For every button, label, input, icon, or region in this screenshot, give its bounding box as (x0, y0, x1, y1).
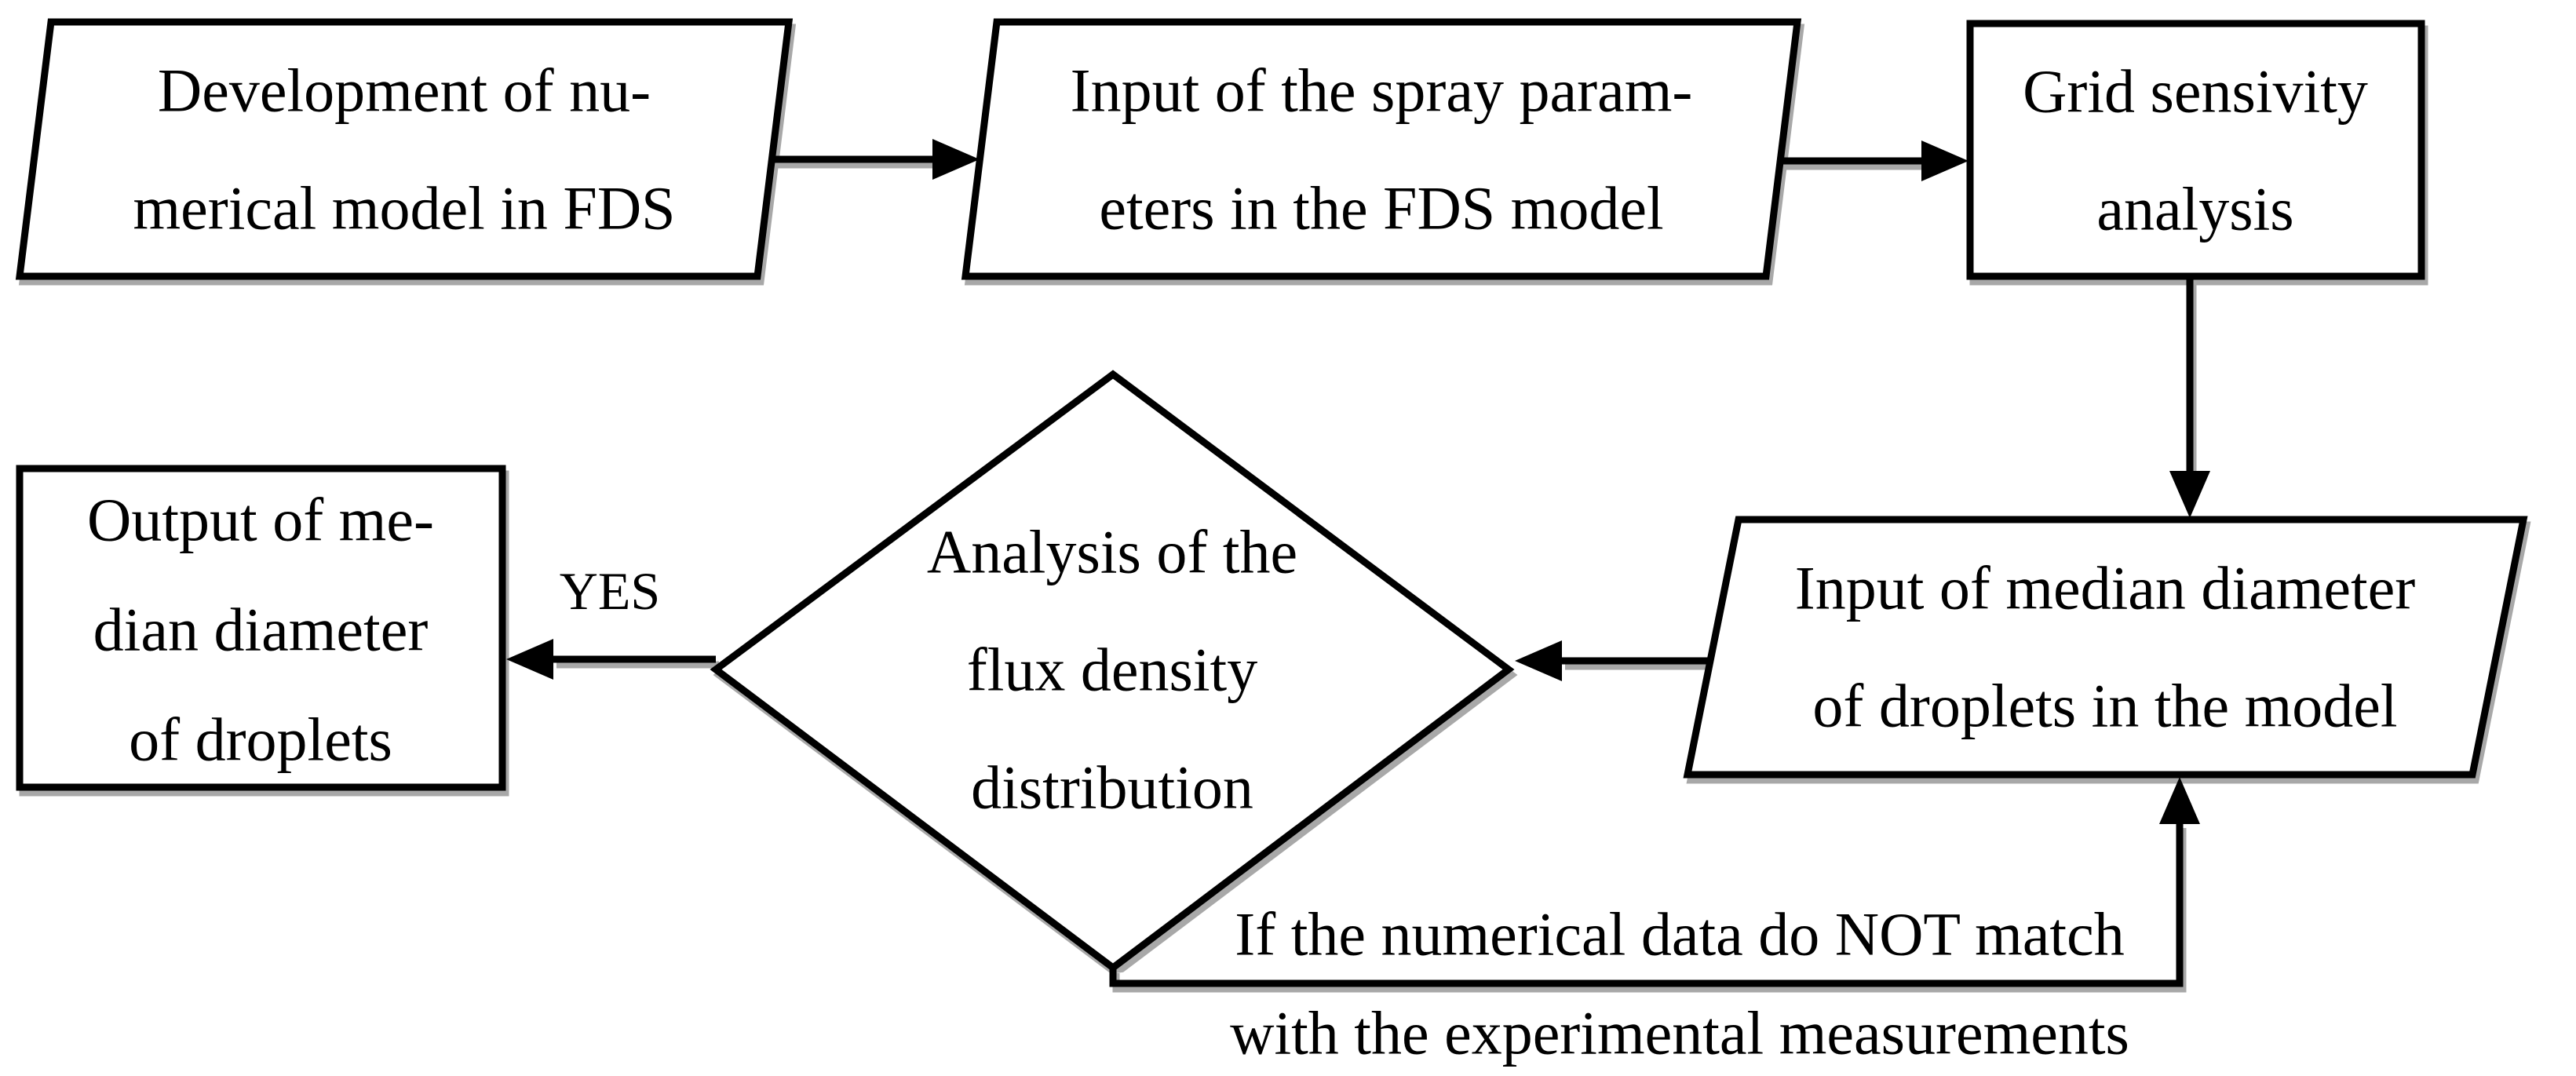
arrowhead-left-icon (1515, 640, 1562, 681)
node-text-line: Input of median diameter (1795, 554, 2416, 622)
node-text-line: of droplets in the model (1812, 672, 2397, 740)
arrowhead-up-icon (2159, 777, 2200, 824)
node-text-line: analysis (2096, 175, 2293, 243)
rectangle-shape (1966, 20, 2425, 280)
node-text-line: Input of the spray param- (1071, 57, 1693, 125)
node-grid-sensitivity: Grid sensivity analysis (1966, 20, 2425, 280)
arrowhead-right-icon (932, 139, 980, 180)
diamond-shape (710, 370, 1515, 972)
node-text-line: dian diameter (93, 596, 429, 664)
arrowhead-right-icon (1921, 140, 1968, 181)
edge-grid-to-median-input (2169, 276, 2210, 518)
node-flux-density-decision: Analysis of the flux density distributio… (710, 370, 1515, 972)
edge-label-no-match-line2: with the experimental measurements (1230, 999, 2129, 1067)
node-spray-parameters: Input of the spray param- eters in the F… (961, 18, 1802, 280)
edge-diamond-to-output-yes: YES (506, 561, 716, 680)
node-text-line: Grid sensivity (2023, 57, 2368, 126)
node-text-line: Development of nu- (158, 57, 651, 125)
node-development-fds: Development of nu- merical model in FDS (15, 18, 794, 280)
node-text-line: eters in the FDS model (1099, 174, 1663, 243)
edge-feedback-no-match: If the numerical data do NOT match with … (1109, 777, 2200, 1067)
node-median-diameter-input: Input of median diameter of droplets in … (1683, 516, 2528, 779)
edge-develop-to-spray (760, 139, 980, 180)
node-text-line: of droplets (129, 706, 392, 774)
parallelogram-shape (15, 18, 794, 280)
node-median-diameter-output: Output of me- dian diameter of droplets (16, 465, 506, 791)
parallelogram-shape (1683, 516, 2528, 779)
edge-median-input-to-diamond (1515, 640, 1713, 681)
node-text-line: merical model in FDS (133, 174, 675, 243)
edge-label-no-match-line1: If the numerical data do NOT match (1235, 900, 2124, 968)
node-text-line: Output of me- (87, 486, 434, 554)
arrowhead-down-icon (2169, 471, 2210, 518)
node-text-line: distribution (971, 753, 1253, 822)
edge-line (1109, 823, 2184, 987)
arrowhead-left-icon (506, 639, 553, 680)
rectangle-shape (16, 465, 506, 791)
node-text-line: flux density (967, 636, 1257, 704)
edge-spray-to-grid (1781, 140, 1968, 181)
edge-label-yes: YES (560, 561, 660, 621)
parallelogram-shape (961, 18, 1802, 280)
node-text-line: Analysis of the (927, 518, 1297, 586)
